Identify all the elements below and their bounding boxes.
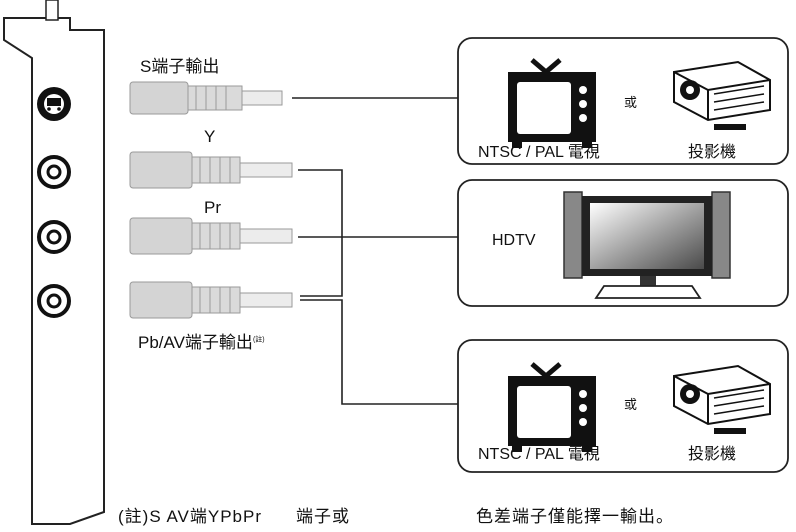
footnote-part2: 端子或 [296, 507, 350, 526]
projector-label: 投影機 [688, 446, 737, 463]
footnote-part3: 色差端子僅能擇一輸出。 [476, 507, 674, 526]
pb-av-output-label: Pb/AV端子輸出(註) [138, 328, 265, 353]
pci-bracket [3, 0, 105, 525]
projector-icon [673, 60, 771, 130]
rca-plug-pb-icon [129, 281, 293, 319]
rca-port-pb-icon [37, 284, 71, 318]
rca-port-pr-icon [37, 220, 71, 254]
rca-port-y-icon [37, 155, 71, 189]
ntsc-pal-tv-label: NTSC / PAL 電視 [478, 446, 600, 463]
footnote-part1: (註)S AV端YPbPr [118, 507, 262, 526]
rca-plug-pr-icon [129, 217, 293, 255]
tv-icon [508, 58, 596, 148]
pr-label: Pr [204, 198, 221, 217]
hdtv-icon [563, 191, 731, 299]
or-label: 或 [624, 95, 638, 110]
hdtv-label: HDTV [492, 232, 536, 249]
s-video-plug-icon [129, 81, 283, 115]
or-label: 或 [624, 397, 638, 412]
ntsc-pal-tv-label: NTSC / PAL 電視 [478, 144, 600, 161]
s-video-port-icon [37, 87, 71, 121]
projector-icon [673, 364, 771, 434]
pb-av-output-text: Pb/AV端子輸出 [138, 333, 253, 352]
projector-label: 投影機 [688, 144, 737, 161]
tv-icon [508, 362, 596, 452]
connection-wires [292, 97, 458, 405]
y-label: Y [204, 127, 216, 146]
footnote-mark: (註) [252, 336, 265, 344]
rca-plug-y-icon [129, 151, 293, 189]
s-video-output-label: S端子輸出 [140, 57, 220, 76]
